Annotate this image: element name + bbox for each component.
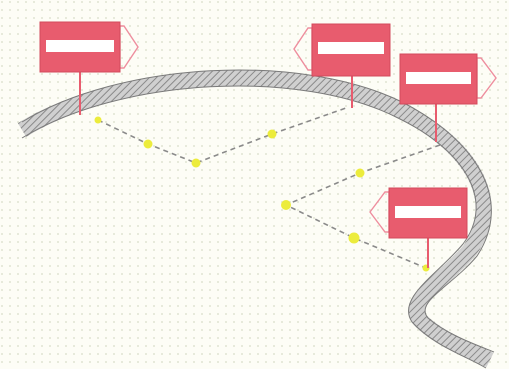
sign-band — [395, 206, 461, 218]
route-point — [144, 140, 153, 149]
sign-band — [46, 40, 114, 52]
route-point — [349, 233, 360, 244]
route-point — [192, 159, 201, 168]
sign-band — [406, 72, 471, 84]
route-point — [356, 169, 365, 178]
route-point — [95, 117, 102, 124]
sign-band — [318, 42, 384, 54]
route-point — [281, 200, 291, 210]
route-point — [268, 130, 277, 139]
